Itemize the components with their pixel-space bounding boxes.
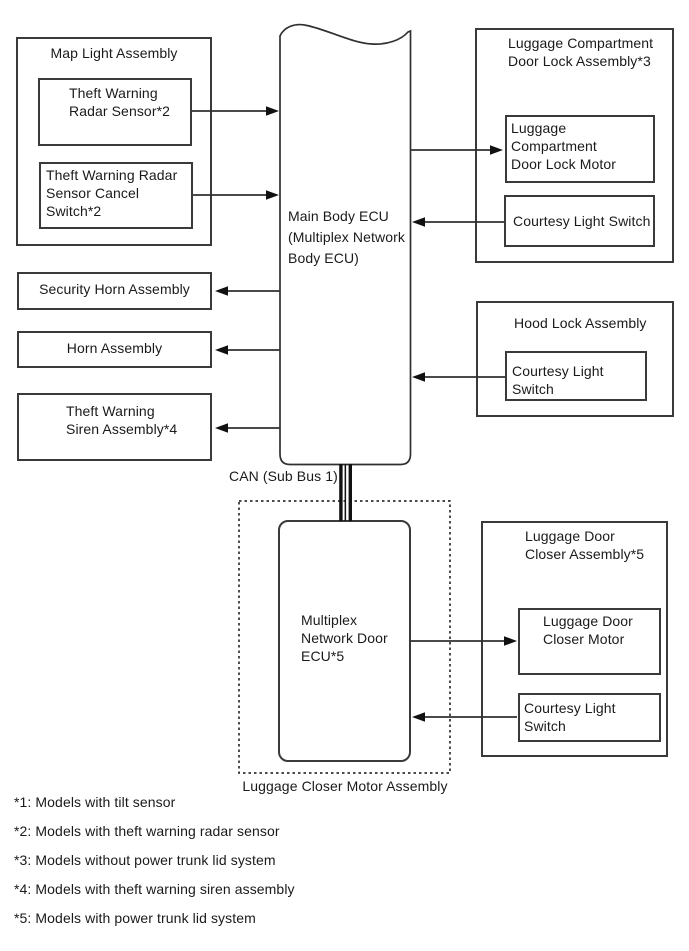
footnote-4: *4: Models with theft warning siren asse… <box>14 881 295 897</box>
courtesy-light-switch-box-2: Courtesy Light Switch <box>505 351 647 401</box>
multiplex-network-door-ecu-box: Multiplex Network Door ECU*5 <box>278 520 411 762</box>
footnote-2: *2: Models with theft warning radar sens… <box>14 823 280 839</box>
luggage-door-closer-motor-box: Luggage Door Closer Motor <box>518 608 661 675</box>
arrowhead <box>215 423 228 433</box>
horn-assembly-label: Horn Assembly <box>66 340 163 356</box>
luggage-compartment-door-lock-motor-box: Luggage Compartment Door Lock Motor <box>505 115 655 183</box>
main-body-ecu-label: Main Body ECU (Multiplex Network Body EC… <box>288 208 405 266</box>
arrowhead <box>215 345 228 355</box>
luggage-compartment-door-lock-motor-label: Luggage Compartment Door Lock Motor <box>511 120 616 172</box>
can-sub-bus-label: CAN (Sub Bus 1) <box>229 468 338 484</box>
courtesy-light-switch-label-1: Courtesy Light Switch <box>513 213 651 229</box>
radar-sensor-cancel-switch-box: Theft Warning Radar Sensor Cancel Switch… <box>39 162 193 229</box>
theft-warning-siren-assembly-box: Theft Warning Siren Assembly*4 <box>17 393 212 461</box>
multiplex-network-door-ecu-label: Multiplex Network Door ECU*5 <box>301 612 388 664</box>
footnote-3: *3: Models without power trunk lid syste… <box>14 852 276 868</box>
courtesy-light-switch-label-2: Courtesy Light Switch <box>512 363 604 397</box>
luggage-compartment-door-lock-assembly-box: Luggage Compartment Door Lock Assembly*3 <box>475 28 674 263</box>
horn-assembly-box: Horn Assembly <box>17 331 212 368</box>
courtesy-light-switch-box-1: Courtesy Light Switch <box>504 195 655 247</box>
theft-warning-radar-sensor-box: Theft Warning Radar Sensor*2 <box>38 78 192 146</box>
courtesy-light-switch-box-3: Courtesy Light Switch <box>518 693 661 742</box>
theft-warning-siren-assembly-label: Theft Warning Siren Assembly*4 <box>66 403 178 437</box>
arrowhead <box>266 190 279 200</box>
arrowhead <box>412 372 425 382</box>
footnote-5: *5: Models with power trunk lid system <box>14 910 256 926</box>
map-light-assembly-box: Map Light Assembly <box>16 37 212 246</box>
theft-warning-radar-sensor-label: Theft Warning Radar Sensor*2 <box>69 85 171 119</box>
footnote-1: *1: Models with tilt sensor <box>14 794 176 810</box>
security-horn-assembly-box: Security Horn Assembly <box>17 272 212 310</box>
arrowhead <box>412 217 425 227</box>
hood-lock-assembly-box: Hood Lock Assembly <box>476 301 674 417</box>
security-horn-assembly-label: Security Horn Assembly <box>39 281 190 297</box>
arrowhead <box>215 286 228 296</box>
hood-lock-assembly-title: Hood Lock Assembly <box>514 315 647 331</box>
luggage-door-closer-assembly-title: Luggage Door Closer Assembly*5 <box>525 528 645 562</box>
can-bus-lines <box>339 464 352 521</box>
luggage-door-closer-assembly-box: Luggage Door Closer Assembly*5 <box>481 521 668 757</box>
arrowhead <box>412 712 425 722</box>
luggage-compartment-door-lock-assembly-title: Luggage Compartment Door Lock Assembly*3 <box>508 35 654 69</box>
map-light-assembly-title: Map Light Assembly <box>50 45 178 61</box>
arrowhead <box>266 106 279 116</box>
courtesy-light-switch-label-3: Courtesy Light Switch <box>524 700 616 734</box>
luggage-door-closer-motor-label: Luggage Door Closer Motor <box>543 613 633 647</box>
luggage-closer-motor-assembly-caption: Luggage Closer Motor Assembly <box>242 778 448 794</box>
radar-sensor-cancel-switch-label: Theft Warning Radar Sensor Cancel Switch… <box>46 167 178 219</box>
